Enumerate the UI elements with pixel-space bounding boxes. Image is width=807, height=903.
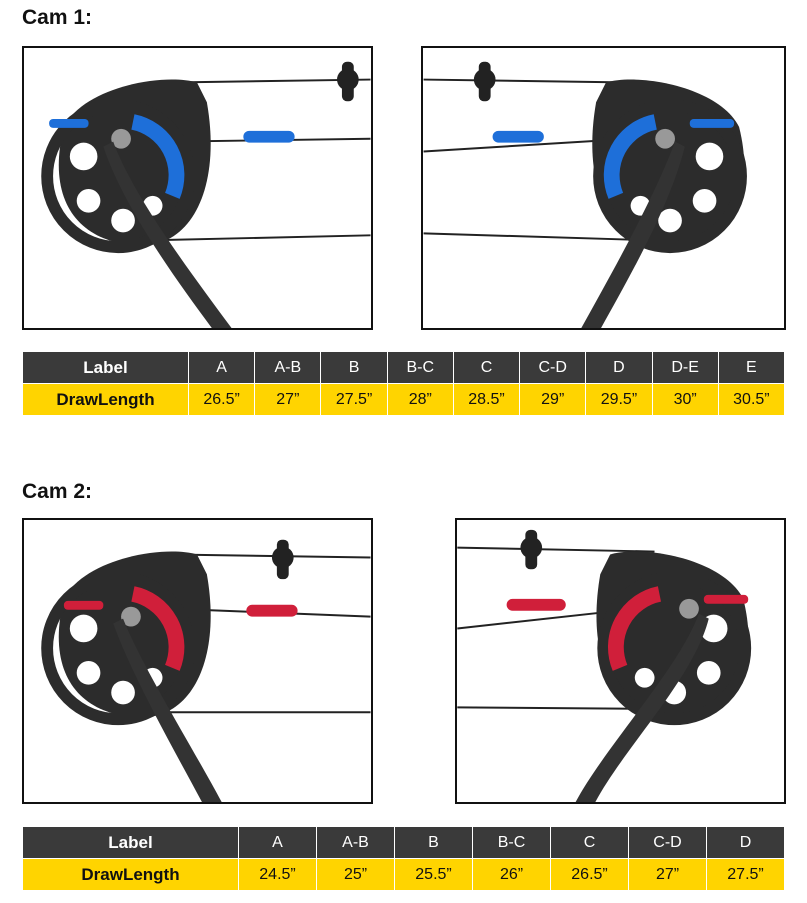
label-cell: A bbox=[238, 826, 317, 859]
value-cell: 29” bbox=[519, 383, 587, 416]
header-label-cell: Label bbox=[22, 826, 239, 859]
label-cell: C-D bbox=[519, 351, 587, 384]
label-cell: A bbox=[187, 351, 256, 384]
table-value-row: DrawLength 24.5” 25” 25.5” 26” 26.5” 27”… bbox=[22, 858, 785, 891]
table-value-row: DrawLength 26.5” 27” 27.5” 28” 28.5” 29”… bbox=[22, 383, 786, 416]
label-cell: C bbox=[452, 351, 521, 384]
value-cell: 28.5” bbox=[452, 383, 521, 416]
label-cell: D-E bbox=[651, 351, 719, 384]
cam1-heading: Cam 1: bbox=[22, 6, 93, 29]
label-cell: B bbox=[394, 826, 473, 859]
value-cell: 25” bbox=[316, 858, 395, 891]
cam2-right-cam-illustration bbox=[457, 529, 752, 802]
cam1-right-cam-illustration bbox=[423, 61, 747, 328]
label-cell: E bbox=[717, 351, 786, 384]
label-cell: B-C bbox=[386, 351, 454, 384]
string-stop-icon bbox=[473, 61, 496, 102]
value-cell: 25.5” bbox=[394, 858, 473, 891]
cam1-left-cam-illustration bbox=[41, 61, 371, 328]
string-stop-icon bbox=[520, 529, 543, 570]
cam1-left-photo bbox=[22, 46, 373, 330]
label-cell: A-B bbox=[254, 351, 322, 384]
header-label-cell: Label bbox=[22, 351, 189, 384]
cam2-left-cam-illustration bbox=[41, 539, 371, 802]
drawlength-label-cell: DrawLength bbox=[22, 383, 189, 416]
value-cell: 24.5” bbox=[238, 858, 317, 891]
value-cell: 26.5” bbox=[550, 858, 629, 891]
label-cell: D bbox=[585, 351, 653, 384]
value-cell: 26.5” bbox=[187, 383, 256, 416]
label-cell: B bbox=[320, 351, 388, 384]
value-cell: 30.5” bbox=[717, 383, 786, 416]
string-stop-icon bbox=[337, 61, 359, 102]
value-cell: 27” bbox=[254, 383, 322, 416]
string-stop-icon bbox=[271, 539, 294, 580]
value-cell: 27.5” bbox=[320, 383, 388, 416]
table-header-row: Label A A-B B B-C C C-D D D-E E bbox=[22, 351, 786, 384]
value-cell: 27” bbox=[628, 858, 707, 891]
value-cell: 27.5” bbox=[706, 858, 785, 891]
table-header-row: Label A A-B B B-C C C-D D bbox=[22, 826, 785, 859]
cam2-left-photo bbox=[22, 518, 373, 804]
label-cell: D bbox=[706, 826, 785, 859]
value-cell: 28” bbox=[386, 383, 454, 416]
cam2-heading: Cam 2: bbox=[22, 480, 93, 503]
label-cell: C bbox=[550, 826, 629, 859]
value-cell: 30” bbox=[651, 383, 719, 416]
cam1-drawlength-table: Label A A-B B B-C C C-D D D-E E DrawLeng… bbox=[22, 351, 786, 416]
cam2-right-photo bbox=[455, 518, 786, 804]
label-cell: A-B bbox=[316, 826, 395, 859]
drawlength-label-cell: DrawLength bbox=[22, 858, 239, 891]
label-cell: B-C bbox=[472, 826, 551, 859]
value-cell: 29.5” bbox=[585, 383, 653, 416]
value-cell: 26” bbox=[472, 858, 551, 891]
cam2-drawlength-table: Label A A-B B B-C C C-D D DrawLength 24.… bbox=[22, 826, 785, 891]
label-cell: C-D bbox=[628, 826, 707, 859]
cam1-right-photo bbox=[421, 46, 786, 330]
